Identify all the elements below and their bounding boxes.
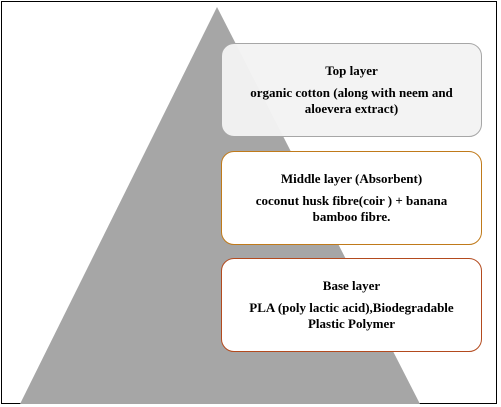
top-layer-description: organic cotton (along with neem and aloe… bbox=[250, 85, 453, 116]
middle-layer-title: Middle layer (Absorbent) bbox=[280, 171, 423, 186]
middle-layer-box: Middle layer (Absorbent) coconut husk fi… bbox=[221, 151, 482, 245]
base-layer-description: PLA (poly lactic acid),Biodegradable Pla… bbox=[249, 300, 454, 331]
top-layer-box: Top layer organic cotton (along with nee… bbox=[221, 43, 482, 137]
middle-layer-description: coconut husk fibre(coir ) + banana bambo… bbox=[255, 193, 448, 224]
top-layer-title: Top layer bbox=[325, 63, 378, 78]
base-layer-box: Base layer PLA (poly lactic acid),Biodeg… bbox=[221, 258, 482, 352]
base-layer-title: Base layer bbox=[322, 278, 381, 293]
